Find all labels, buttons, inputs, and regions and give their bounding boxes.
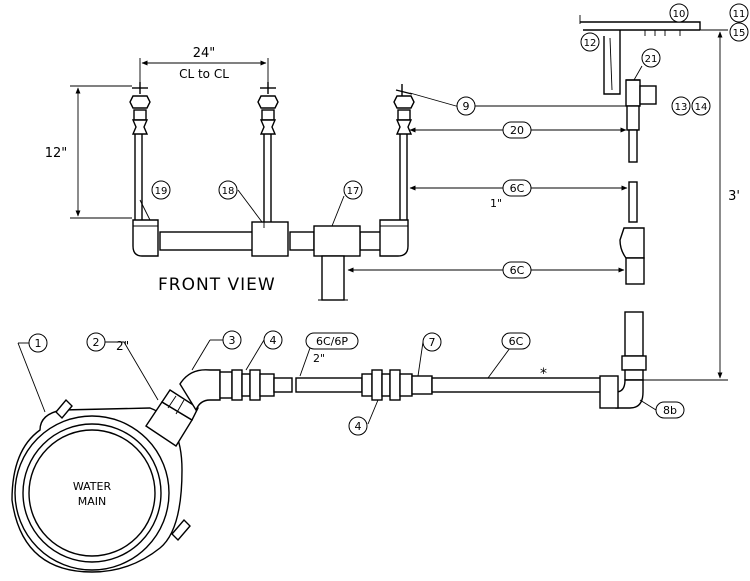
adapter-7: [411, 375, 433, 395]
side-valve-body: [625, 79, 641, 107]
front-view-title: FRONT VIEW: [158, 275, 276, 295]
elbow-3: [179, 369, 221, 412]
callout-6c-mid: 6C: [510, 264, 525, 277]
supply-stub: [321, 255, 345, 301]
service-pipe-b: [431, 377, 603, 393]
dimension-total-height: 3': [640, 29, 740, 381]
water-main: WATER MAIN: [11, 398, 191, 573]
total-height-label: 3': [728, 189, 740, 204]
front-view-manifold: [129, 82, 415, 301]
callout-17: 17: [347, 186, 360, 197]
riser-right: [399, 131, 408, 223]
callout-9: 9: [463, 100, 470, 113]
spacing-note: CL to CL: [179, 67, 229, 81]
callout-19: 19: [155, 186, 168, 197]
riser-center: [263, 131, 272, 225]
main-label-2: MAIN: [78, 495, 107, 508]
side-view: [579, 15, 701, 409]
valve-left: [129, 82, 151, 135]
size-2in-b: 2": [313, 352, 325, 365]
tee-main: [313, 225, 361, 257]
elbow-8b: [615, 379, 644, 409]
callout-14: 14: [695, 102, 708, 113]
callout-2: 2: [93, 336, 100, 349]
callout-21: 21: [645, 54, 658, 65]
main-label-1: WATER: [73, 480, 112, 493]
dimension-spacing: 24" CL to CL: [139, 46, 269, 84]
spacing-label: 24": [193, 46, 216, 61]
callout-12: 12: [584, 38, 597, 49]
leader-lines: [17, 65, 657, 425]
elbow-left: [132, 219, 159, 257]
header-pipe-right: [359, 231, 383, 251]
callout-6c-lower: 6C: [509, 335, 524, 348]
callout-11: 11: [733, 9, 746, 20]
callout-3: 3: [229, 334, 236, 347]
side-valve-outlet: [639, 85, 657, 105]
elbow-right: [379, 219, 409, 257]
callout-7: 7: [429, 336, 436, 349]
coupling-4a: [219, 369, 275, 401]
valve-right: [393, 84, 415, 135]
header-pipe-left: [159, 231, 255, 251]
tee-center: [251, 221, 289, 257]
size-2in-a: 2": [116, 339, 129, 353]
callout-4a: 4: [270, 334, 277, 347]
callout-8b: 8b: [663, 404, 677, 417]
riser-left: [134, 131, 143, 223]
callout-15: 15: [733, 28, 746, 39]
callout-6c6p: 6C/6P: [316, 335, 348, 348]
valve-center: [257, 82, 279, 135]
callout-13: 13: [675, 102, 688, 113]
service-pipe-a: [295, 377, 363, 393]
callout-10: 10: [673, 9, 686, 20]
size-1in: 1": [490, 197, 502, 210]
callout-4b: 4: [355, 420, 362, 433]
asterisk-note: *: [540, 366, 547, 382]
corporation-stop: [145, 389, 199, 447]
dimension-riser-height: 12": [45, 85, 132, 219]
callout-20: 20: [510, 124, 524, 137]
riser-height-label: 12": [45, 146, 68, 161]
header-pipe-mid: [289, 231, 315, 251]
callout-6c-top: 6C: [510, 182, 525, 195]
callouts: 1 2 3 4 6C/6P 7 6C 4 8b 19 18 17 9 20 6C…: [28, 3, 749, 436]
callout-18: 18: [222, 186, 235, 197]
coupling-4b: [361, 369, 413, 401]
callout-1: 1: [35, 337, 42, 350]
